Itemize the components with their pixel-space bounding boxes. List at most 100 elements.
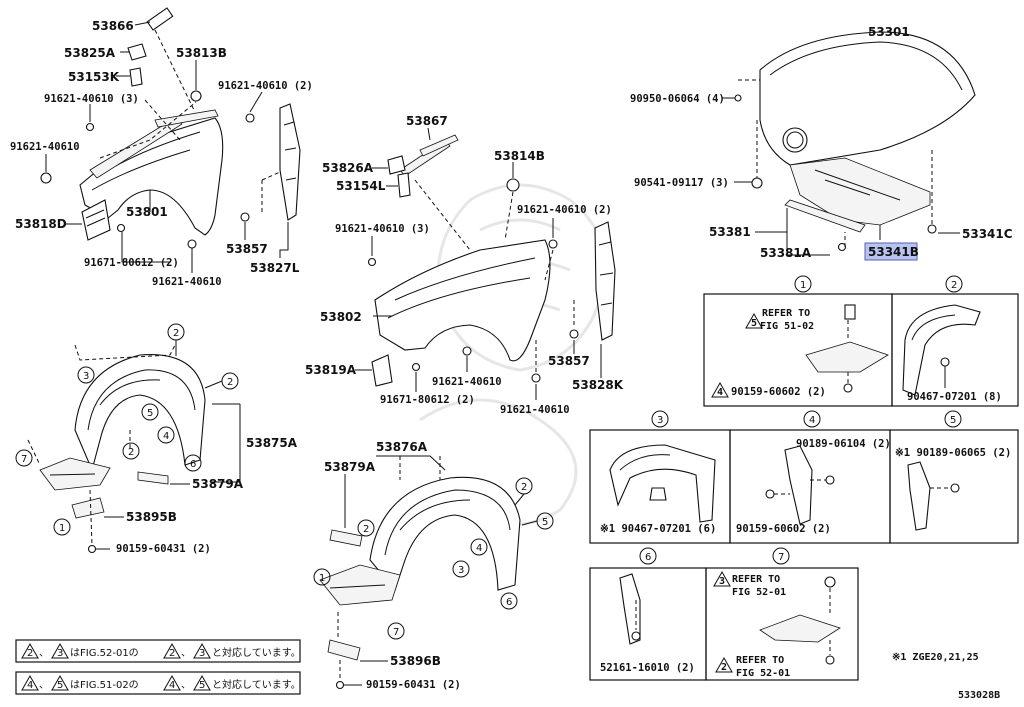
- label-53153k[interactable]: 53153K: [68, 70, 120, 84]
- fender-rh[interactable]: [374, 239, 551, 362]
- hw-90189-06104-2[interactable]: 90189-06104 (2): [796, 438, 891, 450]
- label-53154l[interactable]: 53154L: [336, 179, 386, 193]
- fender-liner-rh[interactable]: [369, 476, 521, 592]
- hw-91621-40610-lh-b[interactable]: 91621-40610: [152, 276, 222, 288]
- fender-liner-lh[interactable]: [74, 354, 206, 472]
- fender-bracket-53819a[interactable]: [371, 354, 393, 387]
- hw-91621-40610-3-lh[interactable]: 91621-40610 (3): [44, 93, 139, 105]
- callout-circles: [15, 275, 963, 640]
- hw-90467-07201-8[interactable]: 90467-07201 (8): [907, 391, 1002, 403]
- liner-extension-53879a-lh[interactable]: [137, 471, 169, 485]
- callout-2-lh-a: 2: [173, 328, 179, 339]
- part-53825a[interactable]: [127, 43, 147, 61]
- label-53826a[interactable]: 53826A: [322, 161, 374, 175]
- hw-91671-80612-2-lh[interactable]: 91671-80612 (2): [84, 257, 179, 269]
- hw-90159-60431-2-lh[interactable]: 90159-60431 (2): [116, 543, 211, 555]
- part-53153k[interactable]: [129, 67, 143, 87]
- label-53341c[interactable]: 53341C: [962, 227, 1013, 241]
- hw-90541-09117-3[interactable]: 90541-09117 (3): [634, 177, 729, 189]
- hw-90159-60431-2-rh[interactable]: 90159-60431 (2): [366, 679, 461, 691]
- hw-91621-40610-rh-d[interactable]: 91621-40610: [500, 404, 570, 416]
- callout-3-lh: 3: [83, 371, 89, 382]
- jp1-tri-b: 3: [57, 648, 63, 659]
- label-53879a-rh[interactable]: 53879A: [324, 460, 376, 474]
- part-53866[interactable]: [146, 7, 174, 31]
- label-53825a[interactable]: 53825A: [64, 46, 116, 60]
- label-53381a[interactable]: 53381A: [760, 246, 812, 260]
- hw-91621-40610-3-rh[interactable]: 91621-40610 (3): [335, 223, 430, 235]
- hw-52161-16010-2[interactable]: 52161-16010 (2): [600, 662, 695, 674]
- detail-boxes: [589, 293, 1019, 681]
- hw-90950-06064-4[interactable]: 90950-06064 (4): [630, 93, 725, 105]
- callout-5-lh: 5: [147, 408, 153, 419]
- label-53875a[interactable]: 53875A: [246, 436, 298, 450]
- fender-rh-assembly: [355, 127, 616, 400]
- hw-90467-07201-6[interactable]: ※1 90467-07201 (6): [600, 523, 716, 535]
- label-53341b[interactable]: 53341B: [868, 245, 919, 259]
- hood-panel[interactable]: [759, 31, 976, 166]
- bracket-53828k[interactable]: [594, 221, 616, 341]
- label-53867[interactable]: 53867: [406, 114, 448, 128]
- label-53301[interactable]: 53301: [868, 25, 910, 39]
- liner-seal-53896b[interactable]: [327, 639, 361, 661]
- part-53813b[interactable]: [190, 90, 202, 102]
- callout-7-rh: 7: [393, 627, 399, 638]
- label-53879a-lh[interactable]: 53879A: [192, 477, 244, 491]
- label-53827l[interactable]: 53827L: [250, 261, 300, 275]
- liner-extension-53879a-rh[interactable]: [329, 529, 363, 547]
- liner-seal-53895b[interactable]: [71, 497, 105, 519]
- label-53828k[interactable]: 53828K: [572, 378, 624, 392]
- refer-to-box7-a: REFER TO: [732, 574, 780, 585]
- hw-91621-40610-2-lh[interactable]: 91621-40610 (2): [218, 80, 313, 92]
- hw-91621-40610-lh-a[interactable]: 91621-40610: [10, 141, 80, 153]
- hw-91621-40610-2-rh[interactable]: 91621-40610 (2): [517, 204, 612, 216]
- hood-seal-53381[interactable]: [784, 199, 866, 233]
- japanese-notes: [15, 639, 301, 695]
- label-53802[interactable]: 53802: [320, 310, 362, 324]
- fig-52-01-box7-b[interactable]: FIG 52-01: [736, 668, 790, 679]
- refer-to-box1: REFER TO: [762, 308, 810, 319]
- label-53818d[interactable]: 53818D: [15, 217, 67, 231]
- callout-5-rh: 5: [542, 517, 548, 528]
- callout-4-rh: 4: [476, 543, 482, 554]
- splash-shield-rh[interactable]: [319, 564, 401, 606]
- label-53866[interactable]: 53866: [92, 19, 134, 33]
- label-53801[interactable]: 53801: [126, 205, 168, 219]
- fender-lh-assembly: [40, 7, 301, 273]
- label-53813b[interactable]: 53813B: [176, 46, 227, 60]
- callout-1-lh: 1: [59, 523, 65, 534]
- jp2-tri-b: 5: [57, 680, 63, 691]
- label-53896b[interactable]: 53896B: [390, 654, 441, 668]
- hw-90159-60602-2-box4[interactable]: 90159-60602 (2): [736, 523, 831, 535]
- callout-1-box: 1: [800, 280, 806, 291]
- label-53857-rh[interactable]: 53857: [548, 354, 590, 368]
- bracket-53827l[interactable]: [279, 103, 301, 221]
- jp2-tri-d: 5: [199, 680, 205, 691]
- hw-91671-80612-2-rh[interactable]: 91671-80612 (2): [380, 394, 475, 406]
- hw-90189-06065-2[interactable]: ※1 90189-06065 (2): [895, 447, 1011, 459]
- callout-2-rh-a: 2: [521, 482, 527, 493]
- label-53814b[interactable]: 53814B: [494, 149, 545, 163]
- callout-7-lh: 7: [21, 454, 27, 465]
- fig-51-02-box1[interactable]: FIG 51-02: [760, 321, 814, 332]
- jp2-text-1: はFIG.51-02の: [70, 679, 139, 691]
- callout-3-box: 3: [657, 415, 663, 426]
- label-53381[interactable]: 53381: [709, 225, 751, 239]
- part-53867[interactable]: [419, 134, 459, 157]
- jp1-text-1: はFIG.52-01の: [70, 647, 139, 659]
- refer-to-box7-b: REFER TO: [736, 655, 784, 666]
- label-53895b[interactable]: 53895B: [126, 510, 177, 524]
- label-53819a[interactable]: 53819A: [305, 363, 357, 377]
- label-53857-lh[interactable]: 53857: [226, 242, 268, 256]
- label-53876a[interactable]: 53876A: [376, 440, 428, 454]
- hw-90159-60602-2-box1[interactable]: 90159-60602 (2): [731, 386, 826, 398]
- fig-52-01-box7-a[interactable]: FIG 52-01: [732, 587, 786, 598]
- part-53154l[interactable]: [397, 172, 411, 198]
- jp1-text-2: と対応しています。: [212, 646, 301, 659]
- callout-7-box: 7: [778, 552, 784, 563]
- part-53814b[interactable]: [506, 178, 520, 192]
- hw-91621-40610-rh-c[interactable]: 91621-40610: [432, 376, 502, 388]
- reference-triangles: [711, 312, 763, 673]
- part-53826a[interactable]: [387, 155, 406, 175]
